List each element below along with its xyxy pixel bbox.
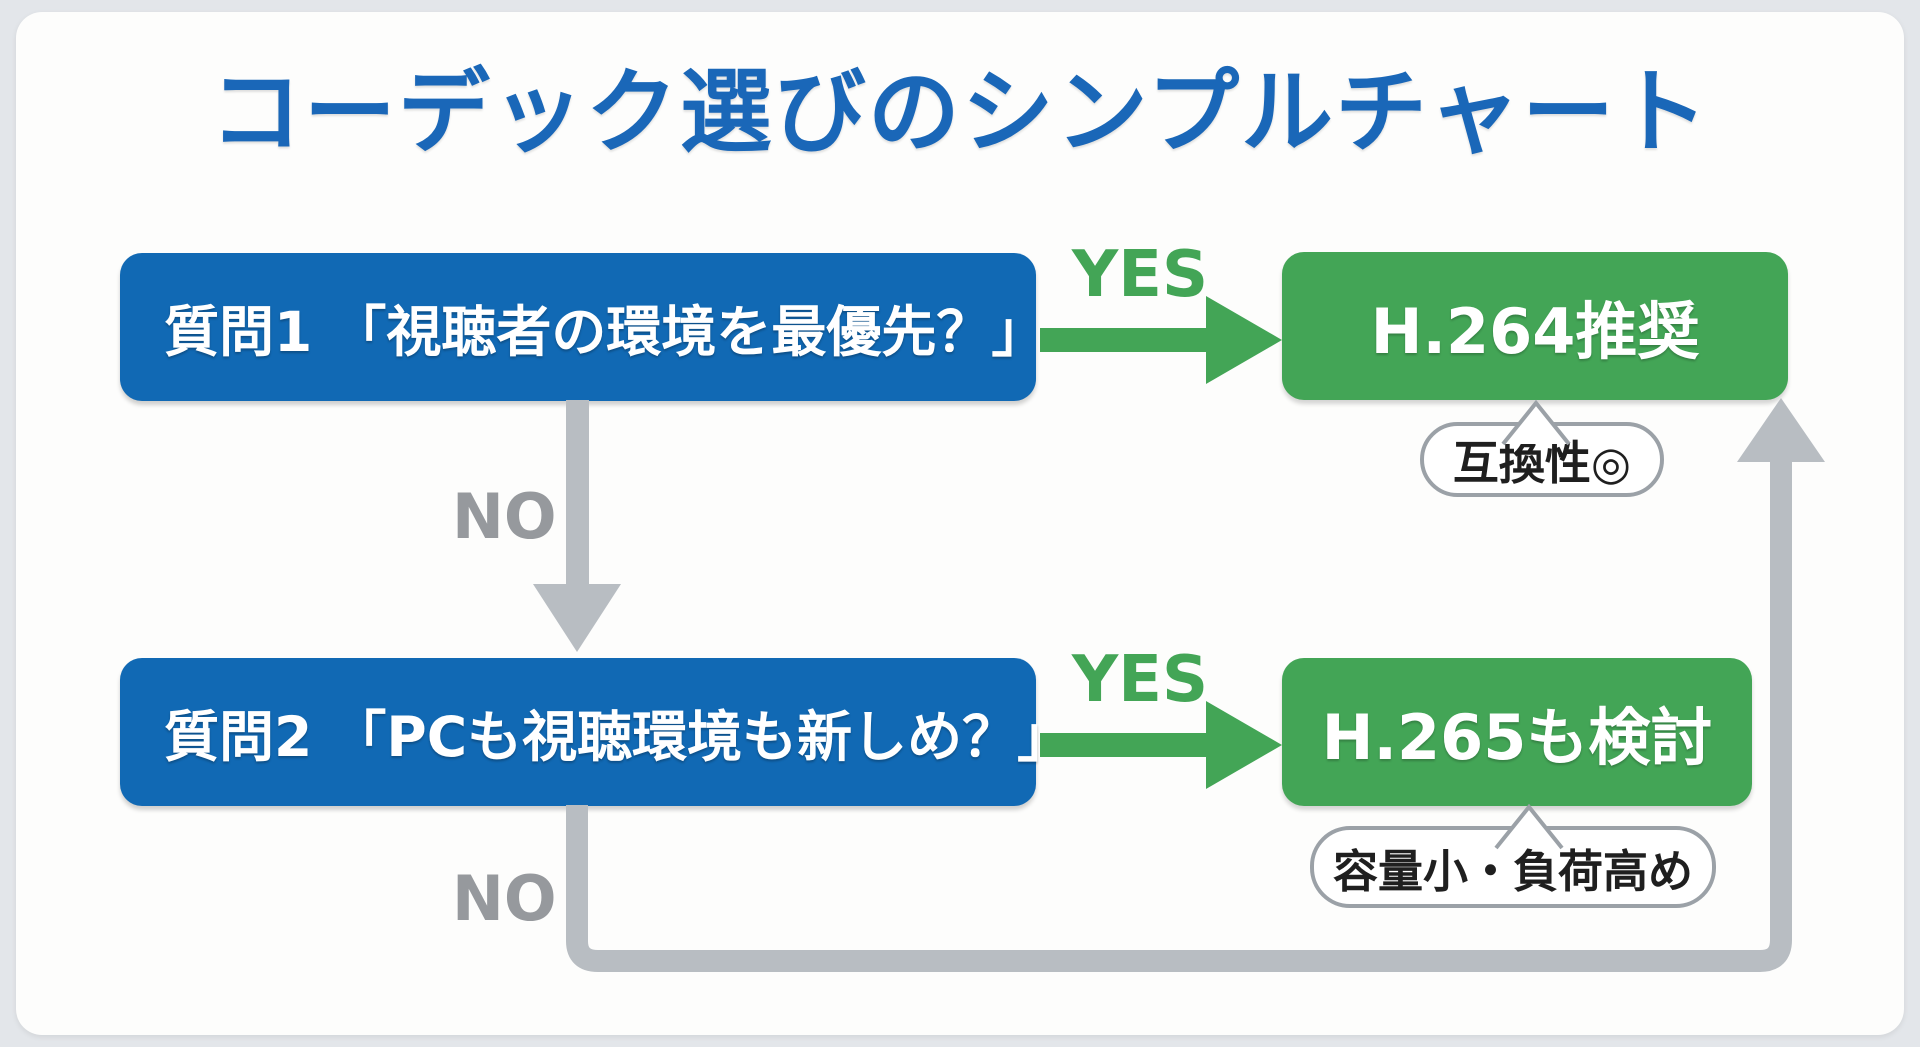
- result2-label: H.265も検討: [1321, 701, 1713, 774]
- result2-note-bubble: 容量小・負荷高め: [1310, 826, 1716, 908]
- result2-note-label: 容量小・負荷高め: [1332, 844, 1693, 898]
- no2-label: NO: [452, 862, 557, 935]
- result2-box: H.265も検討: [1282, 658, 1752, 806]
- question2-label: 質問2 「PCも視聴環境も新しめ？」: [164, 705, 1073, 769]
- result1-label: H.264推奨: [1370, 295, 1700, 368]
- yes1-label: YES: [1071, 238, 1209, 312]
- question1-box: 質問1 「視聴者の環境を最優先？」: [120, 253, 1046, 401]
- page-title: コーデック選びのシンプルチャート: [209, 59, 1711, 166]
- question2-box: 質問2 「PCも視聴環境も新しめ？」: [120, 658, 1072, 806]
- yes2-label: YES: [1071, 643, 1209, 717]
- result1-note-label: 互換性◎: [1452, 435, 1632, 490]
- result1-box: H.264推奨: [1282, 252, 1788, 400]
- no1-label: NO: [452, 480, 557, 553]
- question1-label: 質問1 「視聴者の環境を最優先？」: [164, 300, 1047, 364]
- result1-note-bubble: 互換性◎: [1420, 422, 1664, 497]
